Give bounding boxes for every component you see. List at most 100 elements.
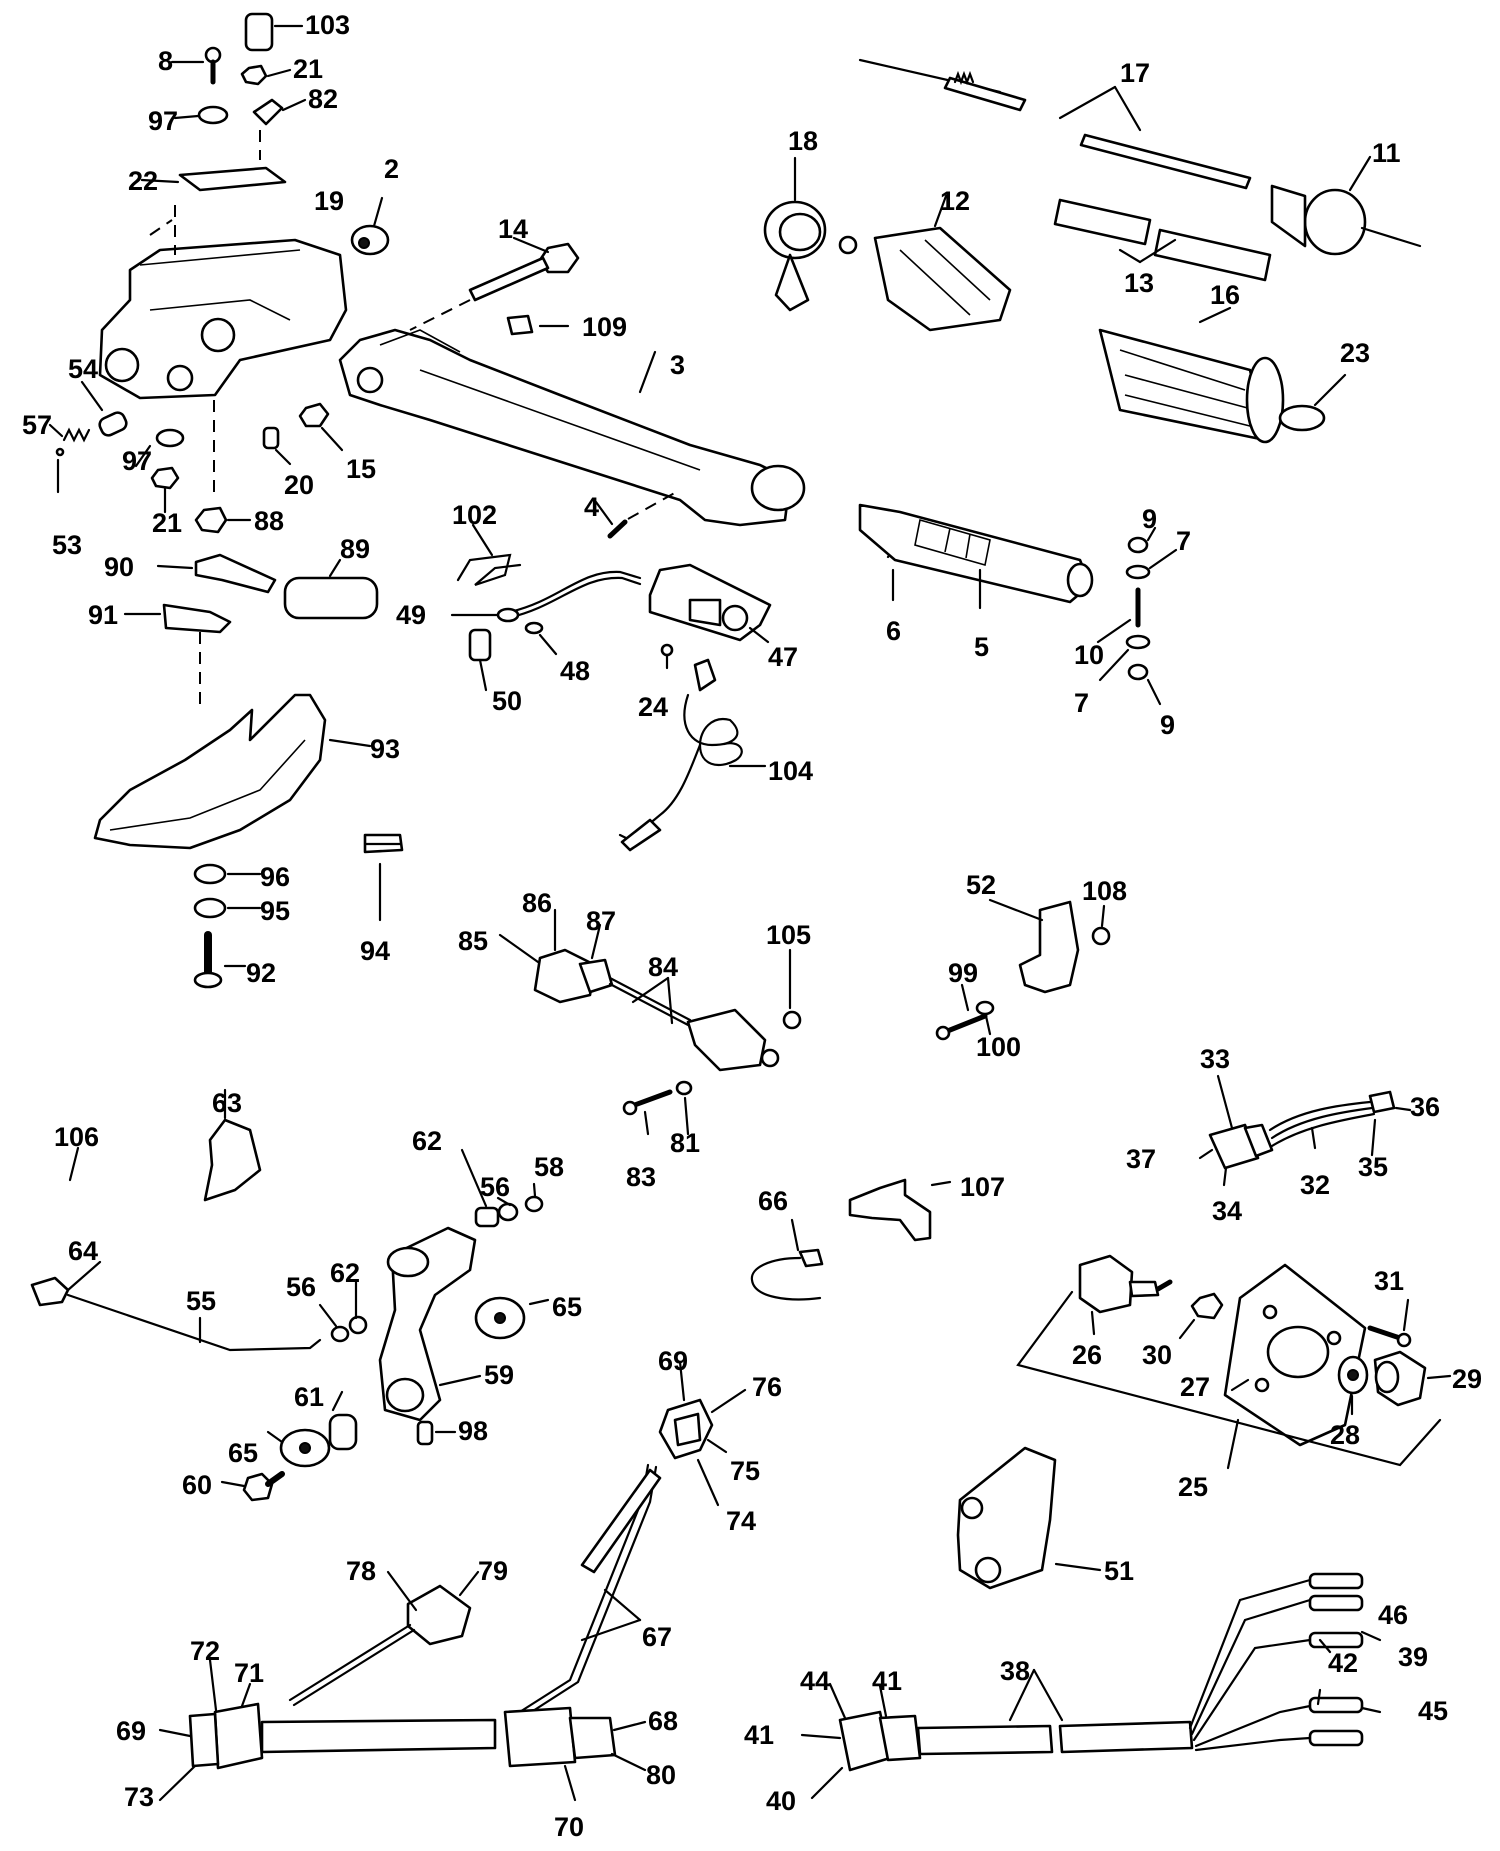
part-label-76: 76	[752, 1372, 782, 1402]
part-label-45: 45	[1418, 1696, 1448, 1726]
part-label-87: 87	[586, 906, 616, 936]
part-18-friction-collar	[763, 156, 858, 312]
part-105-nut	[782, 948, 802, 1030]
part-100-washer	[975, 1000, 995, 1036]
part-26-toggle-switch	[1078, 1254, 1173, 1336]
part-106-pin	[68, 1146, 80, 1182]
part-label-42: 42	[1328, 1648, 1358, 1678]
part-16-grip	[1098, 306, 1285, 444]
part-label-7: 7	[1074, 688, 1089, 718]
part-label-100: 100	[976, 1032, 1021, 1062]
part-28-nut	[1337, 1355, 1369, 1416]
part-57-spring	[48, 423, 91, 443]
part-label-72: 72	[190, 1636, 220, 1666]
part-label-19: 19	[314, 186, 344, 216]
part-label-67: 67	[642, 1622, 672, 1652]
part-23-ring	[1278, 373, 1347, 432]
part-104-lanyard	[618, 658, 767, 852]
part-93-guide	[93, 693, 372, 850]
part-label-56: 56	[286, 1272, 316, 1302]
part-24-screw	[660, 643, 674, 670]
part-label-16: 16	[1210, 280, 1240, 310]
part-59-shift-lever	[378, 1226, 482, 1422]
part-92-screw	[193, 931, 247, 989]
part-label-50: 50	[492, 686, 522, 716]
part-4-pin	[594, 489, 681, 539]
part-51-cover	[956, 1446, 1102, 1590]
part-103-cap	[244, 12, 304, 52]
part-label-80: 80	[646, 1760, 676, 1790]
part-109-clip	[506, 314, 570, 336]
part-label-59: 59	[484, 1360, 514, 1390]
part-8-screw	[170, 46, 222, 85]
part-label-92: 92	[246, 958, 276, 988]
part-27-plate	[1223, 1263, 1367, 1447]
part-label-32: 32	[1300, 1170, 1330, 1200]
part-label-9: 9	[1142, 504, 1157, 534]
part-label-64: 64	[68, 1236, 98, 1266]
part-label-2: 2	[384, 154, 399, 184]
part-label-7: 7	[1176, 526, 1191, 556]
part-108-nut	[1091, 904, 1111, 946]
part-label-14: 14	[498, 214, 528, 244]
part-9-7-10-stack	[1096, 526, 1178, 706]
part-label-81: 81	[670, 1128, 700, 1158]
part-label-57: 57	[22, 410, 52, 440]
part-label-61: 61	[294, 1382, 324, 1412]
part-22-plate	[140, 130, 287, 192]
part-label-34: 34	[1212, 1196, 1242, 1226]
part-label-29: 29	[1452, 1364, 1482, 1394]
part-label-6: 6	[886, 616, 901, 646]
part-65-washer-upper	[474, 1296, 550, 1340]
part-66-clamp	[750, 1218, 824, 1301]
part-50-screw	[468, 628, 492, 692]
part-78-79-sensor	[288, 1570, 480, 1707]
part-label-70: 70	[554, 1812, 584, 1842]
part-94-bolt	[363, 833, 404, 922]
part-label-21: 21	[152, 508, 182, 538]
part-label-91: 91	[88, 600, 118, 630]
part-label-98: 98	[458, 1416, 488, 1446]
part-label-49: 49	[396, 600, 426, 630]
part-21-nut-mid	[150, 466, 180, 514]
part-label-63: 63	[212, 1088, 242, 1118]
part-25-kit-bracket	[1016, 1290, 1442, 1470]
part-52-bracket	[988, 898, 1080, 994]
part-label-47: 47	[768, 642, 798, 672]
part-label-44: 44	[800, 1666, 830, 1696]
part-32-37-connector-harness	[1198, 1074, 1412, 1187]
part-label-62: 62	[412, 1126, 442, 1156]
part-label-108: 108	[1082, 876, 1127, 906]
part-label-51: 51	[1104, 1556, 1134, 1586]
part-label-89: 89	[340, 534, 370, 564]
part-label-17: 17	[1120, 58, 1150, 88]
part-label-37: 37	[1126, 1144, 1156, 1174]
part-12-grip-insert	[873, 194, 1012, 332]
part-53-pin	[55, 447, 65, 494]
part-56-58-62-hardware	[318, 1182, 544, 1343]
part-96-washer	[193, 863, 262, 885]
part-97-washer-mid	[134, 428, 185, 468]
part-107-bracket	[848, 1178, 952, 1242]
part-label-103: 103	[305, 10, 350, 40]
part-label-36: 36	[1410, 1092, 1440, 1122]
part-label-12: 12	[940, 186, 970, 216]
part-label-38: 38	[1000, 1656, 1030, 1686]
part-label-31: 31	[1374, 1266, 1404, 1296]
part-label-23: 23	[1340, 338, 1370, 368]
part-38-46-battery-harness	[800, 1572, 1382, 1800]
part-47-stop-switch	[648, 563, 772, 644]
part-89-sleeve	[283, 558, 379, 620]
part-11-cable-fitting	[1270, 155, 1422, 256]
part-label-41: 41	[744, 1720, 774, 1750]
part-label-56: 56	[480, 1172, 510, 1202]
part-label-27: 27	[1180, 1372, 1210, 1402]
part-95-washer	[193, 897, 262, 919]
part-label-88: 88	[254, 506, 284, 536]
part-label-105: 105	[766, 920, 811, 950]
part-label-3: 3	[670, 350, 685, 380]
part-label-46: 46	[1378, 1600, 1408, 1630]
part-label-85: 85	[458, 926, 488, 956]
part-label-71: 71	[234, 1658, 264, 1688]
